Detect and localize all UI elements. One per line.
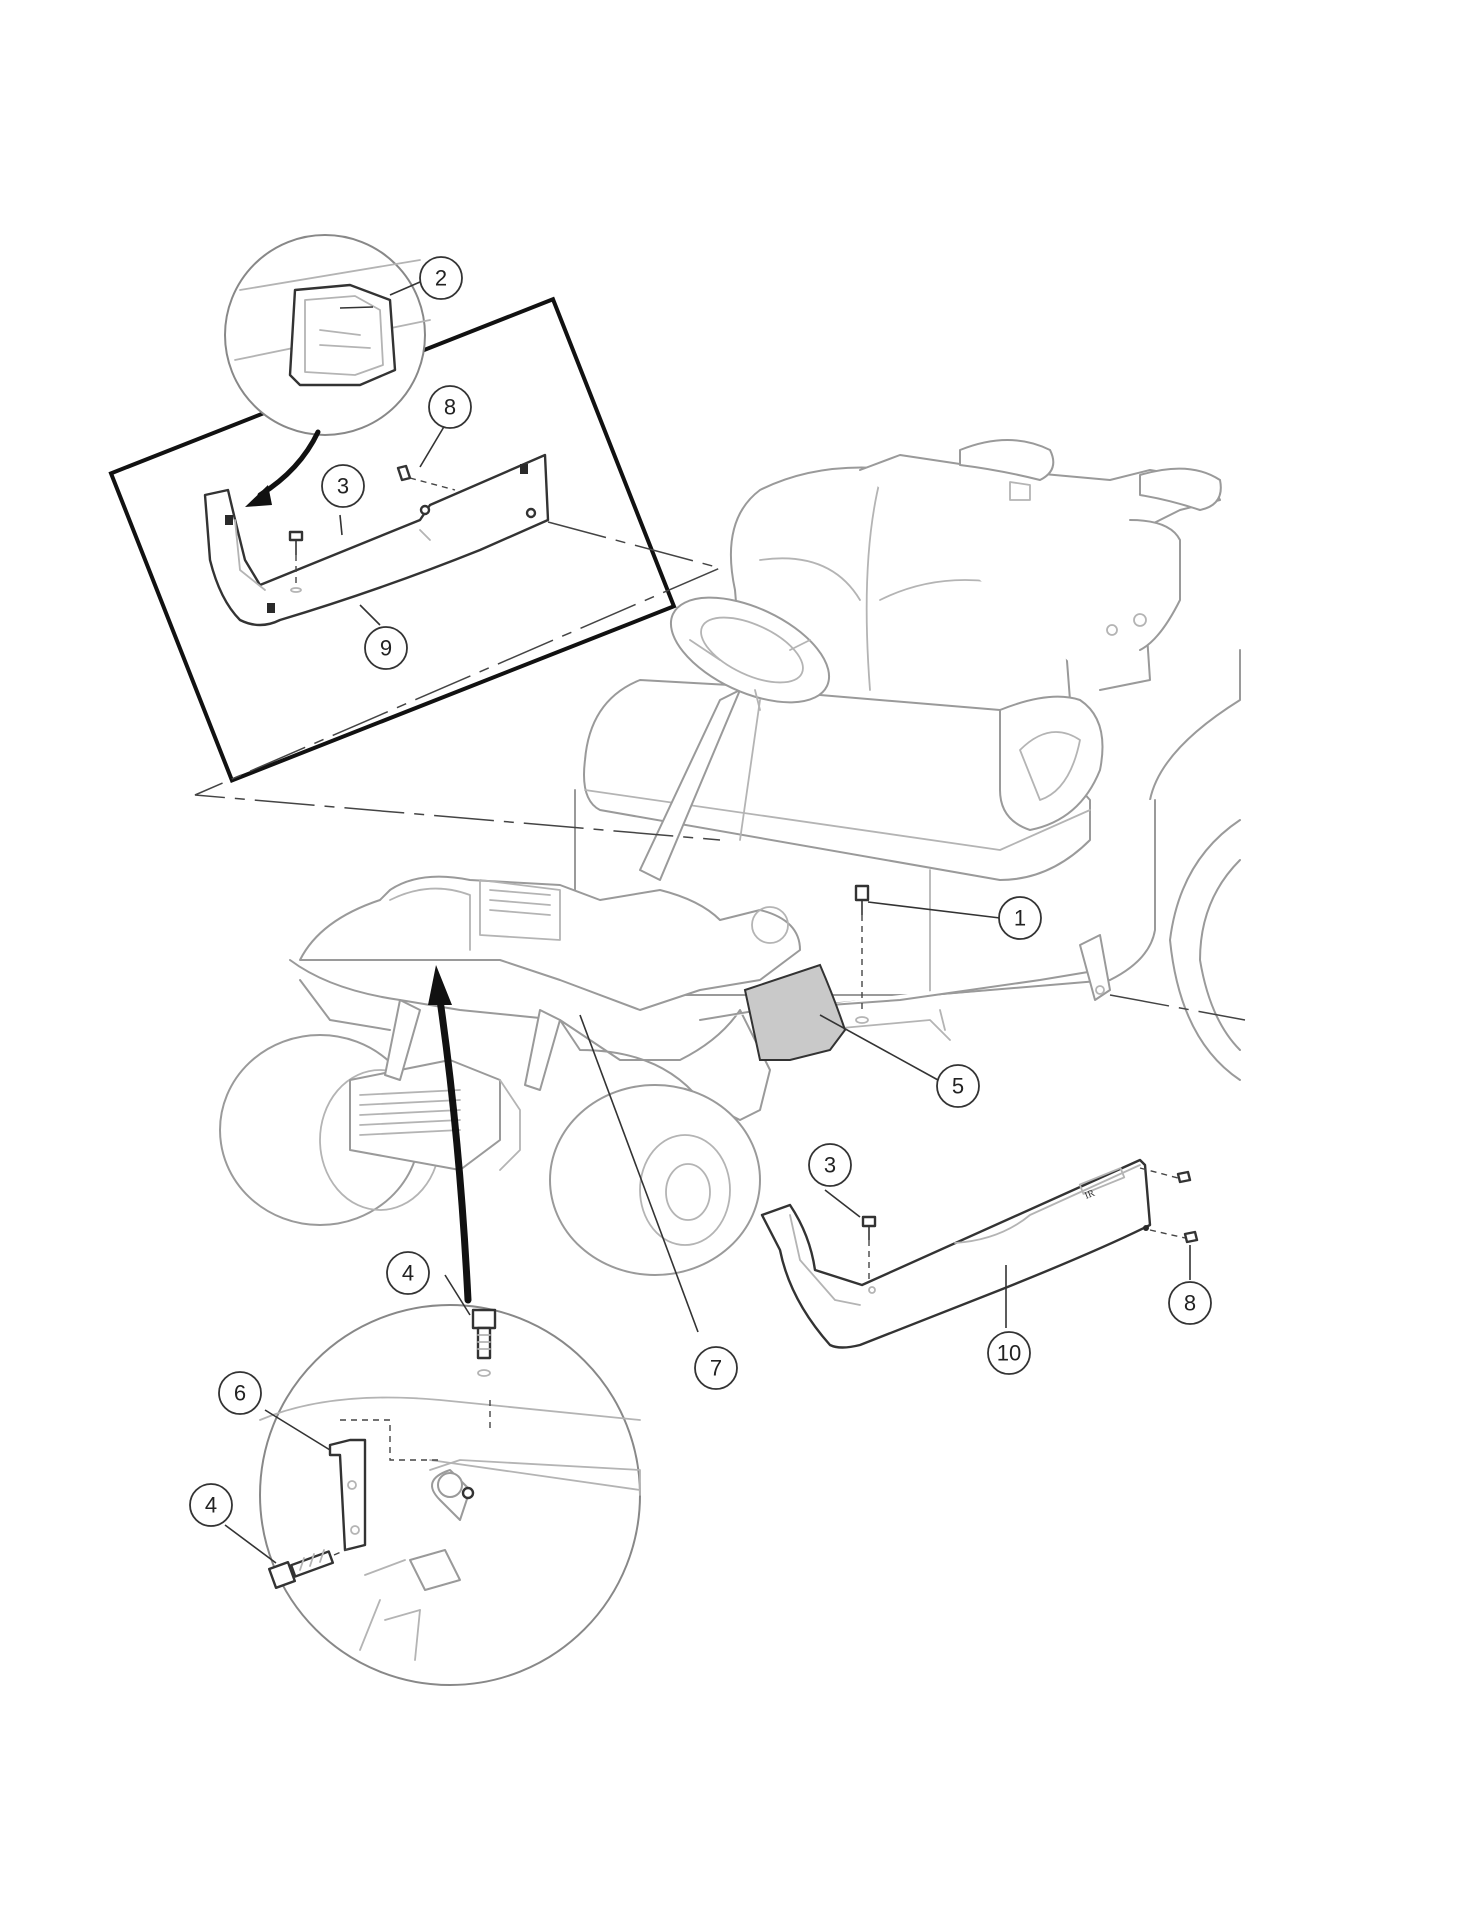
callout-label: 3 bbox=[337, 474, 349, 499]
callout-10: 10 bbox=[987, 1331, 1031, 1375]
rocker-panel-9 bbox=[203, 453, 550, 627]
callout-4-lower: 4 bbox=[189, 1483, 233, 1527]
callout-2: 2 bbox=[419, 256, 463, 300]
callout-label: 4 bbox=[205, 1493, 217, 1518]
callout-3-top: 3 bbox=[321, 464, 365, 508]
screw-8-top bbox=[396, 464, 456, 491]
screw-3-lower bbox=[861, 1215, 877, 1280]
callout-8-top: 8 bbox=[428, 385, 472, 429]
callout-label: 10 bbox=[997, 1341, 1021, 1366]
reference-arrow bbox=[436, 996, 472, 1304]
callout-label: 7 bbox=[710, 1356, 722, 1381]
callout-6: 6 bbox=[218, 1371, 262, 1415]
rocker-panel-10: IR bbox=[760, 1158, 1152, 1349]
bolt-4-lower bbox=[267, 1547, 351, 1590]
screw-8-lower-a bbox=[1139, 1167, 1192, 1184]
callout-label: 8 bbox=[1184, 1291, 1196, 1316]
callout-9: 9 bbox=[364, 626, 408, 670]
kick-plate-5 bbox=[743, 963, 847, 1061]
callout-label: 3 bbox=[824, 1153, 836, 1178]
callout-3-lower: 3 bbox=[808, 1143, 852, 1187]
panel-logo: IR bbox=[1083, 1188, 1097, 1202]
callout-7: 7 bbox=[694, 1346, 738, 1390]
callout-label: 8 bbox=[444, 395, 456, 420]
callout-label: 2 bbox=[435, 266, 447, 291]
callout-label: 6 bbox=[234, 1381, 246, 1406]
bolt-1 bbox=[854, 884, 870, 1024]
callout-label: 9 bbox=[380, 636, 392, 661]
clip-detail-circle bbox=[224, 234, 431, 507]
leader-lines bbox=[224, 306, 1191, 1564]
vehicle-illustration bbox=[219, 439, 1241, 1276]
callout-8-lower: 8 bbox=[1168, 1281, 1212, 1325]
callout-1: 1 bbox=[998, 896, 1042, 940]
callout-label: 1 bbox=[1014, 906, 1026, 931]
callout-4-top: 4 bbox=[386, 1251, 430, 1295]
screw-3-top bbox=[288, 530, 304, 593]
bracket-detail-circle bbox=[259, 1304, 641, 1686]
callout-label: 5 bbox=[952, 1074, 964, 1099]
callout-5: 5 bbox=[936, 1064, 980, 1108]
callout-label: 4 bbox=[402, 1261, 414, 1286]
bolt-4-top bbox=[471, 1308, 497, 1377]
screw-8-lower-b bbox=[1149, 1229, 1199, 1244]
